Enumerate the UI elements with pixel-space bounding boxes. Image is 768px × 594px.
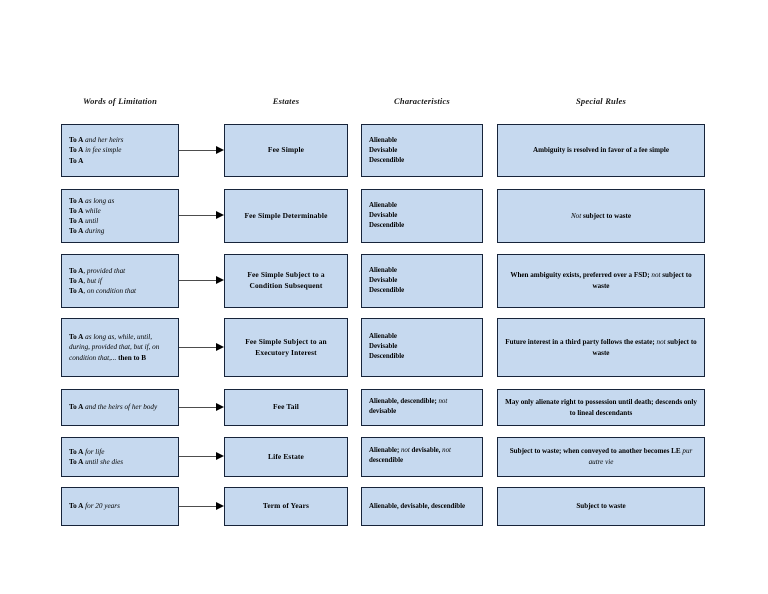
column-header-estates: Estates xyxy=(272,96,300,106)
special-rules-box-row-1: Ambiguity is resolved in favor of a fee … xyxy=(497,124,705,177)
special-rules-text-row-5: May only alienate right to possession un… xyxy=(505,397,697,417)
arrow-shaft xyxy=(179,150,216,151)
words-text-row-5: To A and the heirs of her body xyxy=(69,403,158,412)
arrow-row-6 xyxy=(179,452,224,461)
estate-text-row-2: Fee Simple Determinable xyxy=(244,210,328,220)
special-rules-box-row-2: Not subject to waste xyxy=(497,189,705,243)
estate-box-row-5: Fee Tail xyxy=(224,389,348,426)
special-rules-text-row-6: Subject to waste; when conveyed to anoth… xyxy=(509,447,693,466)
special-rules-box-row-3: When ambiguity exists, preferred over a … xyxy=(497,254,705,308)
arrow-shaft xyxy=(179,280,216,281)
characteristics-text-row-6: Alienable; not devisable, not descendibl… xyxy=(369,447,451,464)
arrow-shaft xyxy=(179,506,216,507)
arrow-head xyxy=(216,452,224,460)
column-header-words-of-limitation: Words of Limitation xyxy=(82,96,157,106)
estate-text-row-4: Fee Simple Subject to an Executory Inter… xyxy=(245,336,327,357)
estate-box-row-2: Fee Simple Determinable xyxy=(224,189,348,243)
special-rules-text-row-2: Not subject to waste xyxy=(570,211,632,220)
arrow-head xyxy=(216,403,224,411)
arrow-head xyxy=(216,211,224,219)
arrow-shaft xyxy=(179,347,216,348)
special-rules-box-row-7: Subject to waste xyxy=(497,487,705,526)
arrow-head xyxy=(216,502,224,510)
characteristics-text-row-5: Alienable, descendible; not devisable xyxy=(369,398,448,415)
special-rules-box-row-4: Future interest in a third party follows… xyxy=(497,318,705,377)
special-rules-text-row-3: When ambiguity exists, preferred over a … xyxy=(510,271,692,290)
words-text-row-7: To A for 20 years xyxy=(69,502,120,511)
special-rules-text-row-7: Subject to waste xyxy=(576,502,626,511)
estate-text-row-7: Term of Years xyxy=(262,501,310,511)
column-header-characteristics: Characteristics xyxy=(394,96,450,106)
arrow-head xyxy=(216,146,224,154)
estate-text-row-3: Fee Simple Subject to a Condition Subseq… xyxy=(247,270,325,290)
characteristics-text-row-7: Alienable, devisable, descendible xyxy=(369,502,466,510)
arrow-head xyxy=(216,276,224,284)
estate-text-row-1: Fee Simple xyxy=(267,145,305,155)
special-rules-text-row-1: Ambiguity is resolved in favor of a fee … xyxy=(532,146,670,155)
special-rules-box-row-6: Subject to waste; when conveyed to anoth… xyxy=(497,437,705,477)
arrow-row-3 xyxy=(179,276,224,285)
characteristics-box-row-7: Alienable, devisable, descendible xyxy=(361,487,483,526)
arrow-row-4 xyxy=(179,343,224,352)
estate-box-row-4: Fee Simple Subject to an Executory Inter… xyxy=(224,318,348,377)
words-box-row-5: To A and the heirs of her body xyxy=(61,389,179,426)
estate-box-row-1: Fee Simple xyxy=(224,124,348,177)
estate-box-row-3: Fee Simple Subject to a Condition Subseq… xyxy=(224,254,348,308)
special-rules-box-row-5: May only alienate right to possession un… xyxy=(497,389,705,426)
estate-text-row-6: Life Estate xyxy=(268,451,304,461)
arrow-shaft xyxy=(179,407,216,408)
arrow-row-7 xyxy=(179,502,224,511)
special-rules-text-row-4: Future interest in a third party follows… xyxy=(505,337,697,357)
arrow-row-5 xyxy=(179,403,224,412)
arrow-row-2 xyxy=(179,211,224,220)
arrow-shaft xyxy=(179,456,216,457)
characteristics-box-row-6: Alienable; not devisable, not descendibl… xyxy=(361,437,483,477)
words-box-row-7: To A for 20 years xyxy=(61,487,179,526)
words-text-row-4: To A as long as, while, until, during, p… xyxy=(69,333,160,362)
arrow-row-1 xyxy=(179,146,224,155)
arrow-head xyxy=(216,343,224,351)
arrow-shaft xyxy=(179,215,216,216)
estate-text-row-5: Fee Tail xyxy=(272,402,300,412)
characteristics-box-row-5: Alienable, descendible; not devisable xyxy=(361,389,483,426)
words-box-row-4: To A as long as, while, until, during, p… xyxy=(61,318,179,377)
estate-box-row-6: Life Estate xyxy=(224,437,348,477)
estate-box-row-7: Term of Years xyxy=(224,487,348,526)
column-header-special-rules: Special Rules xyxy=(575,96,627,106)
